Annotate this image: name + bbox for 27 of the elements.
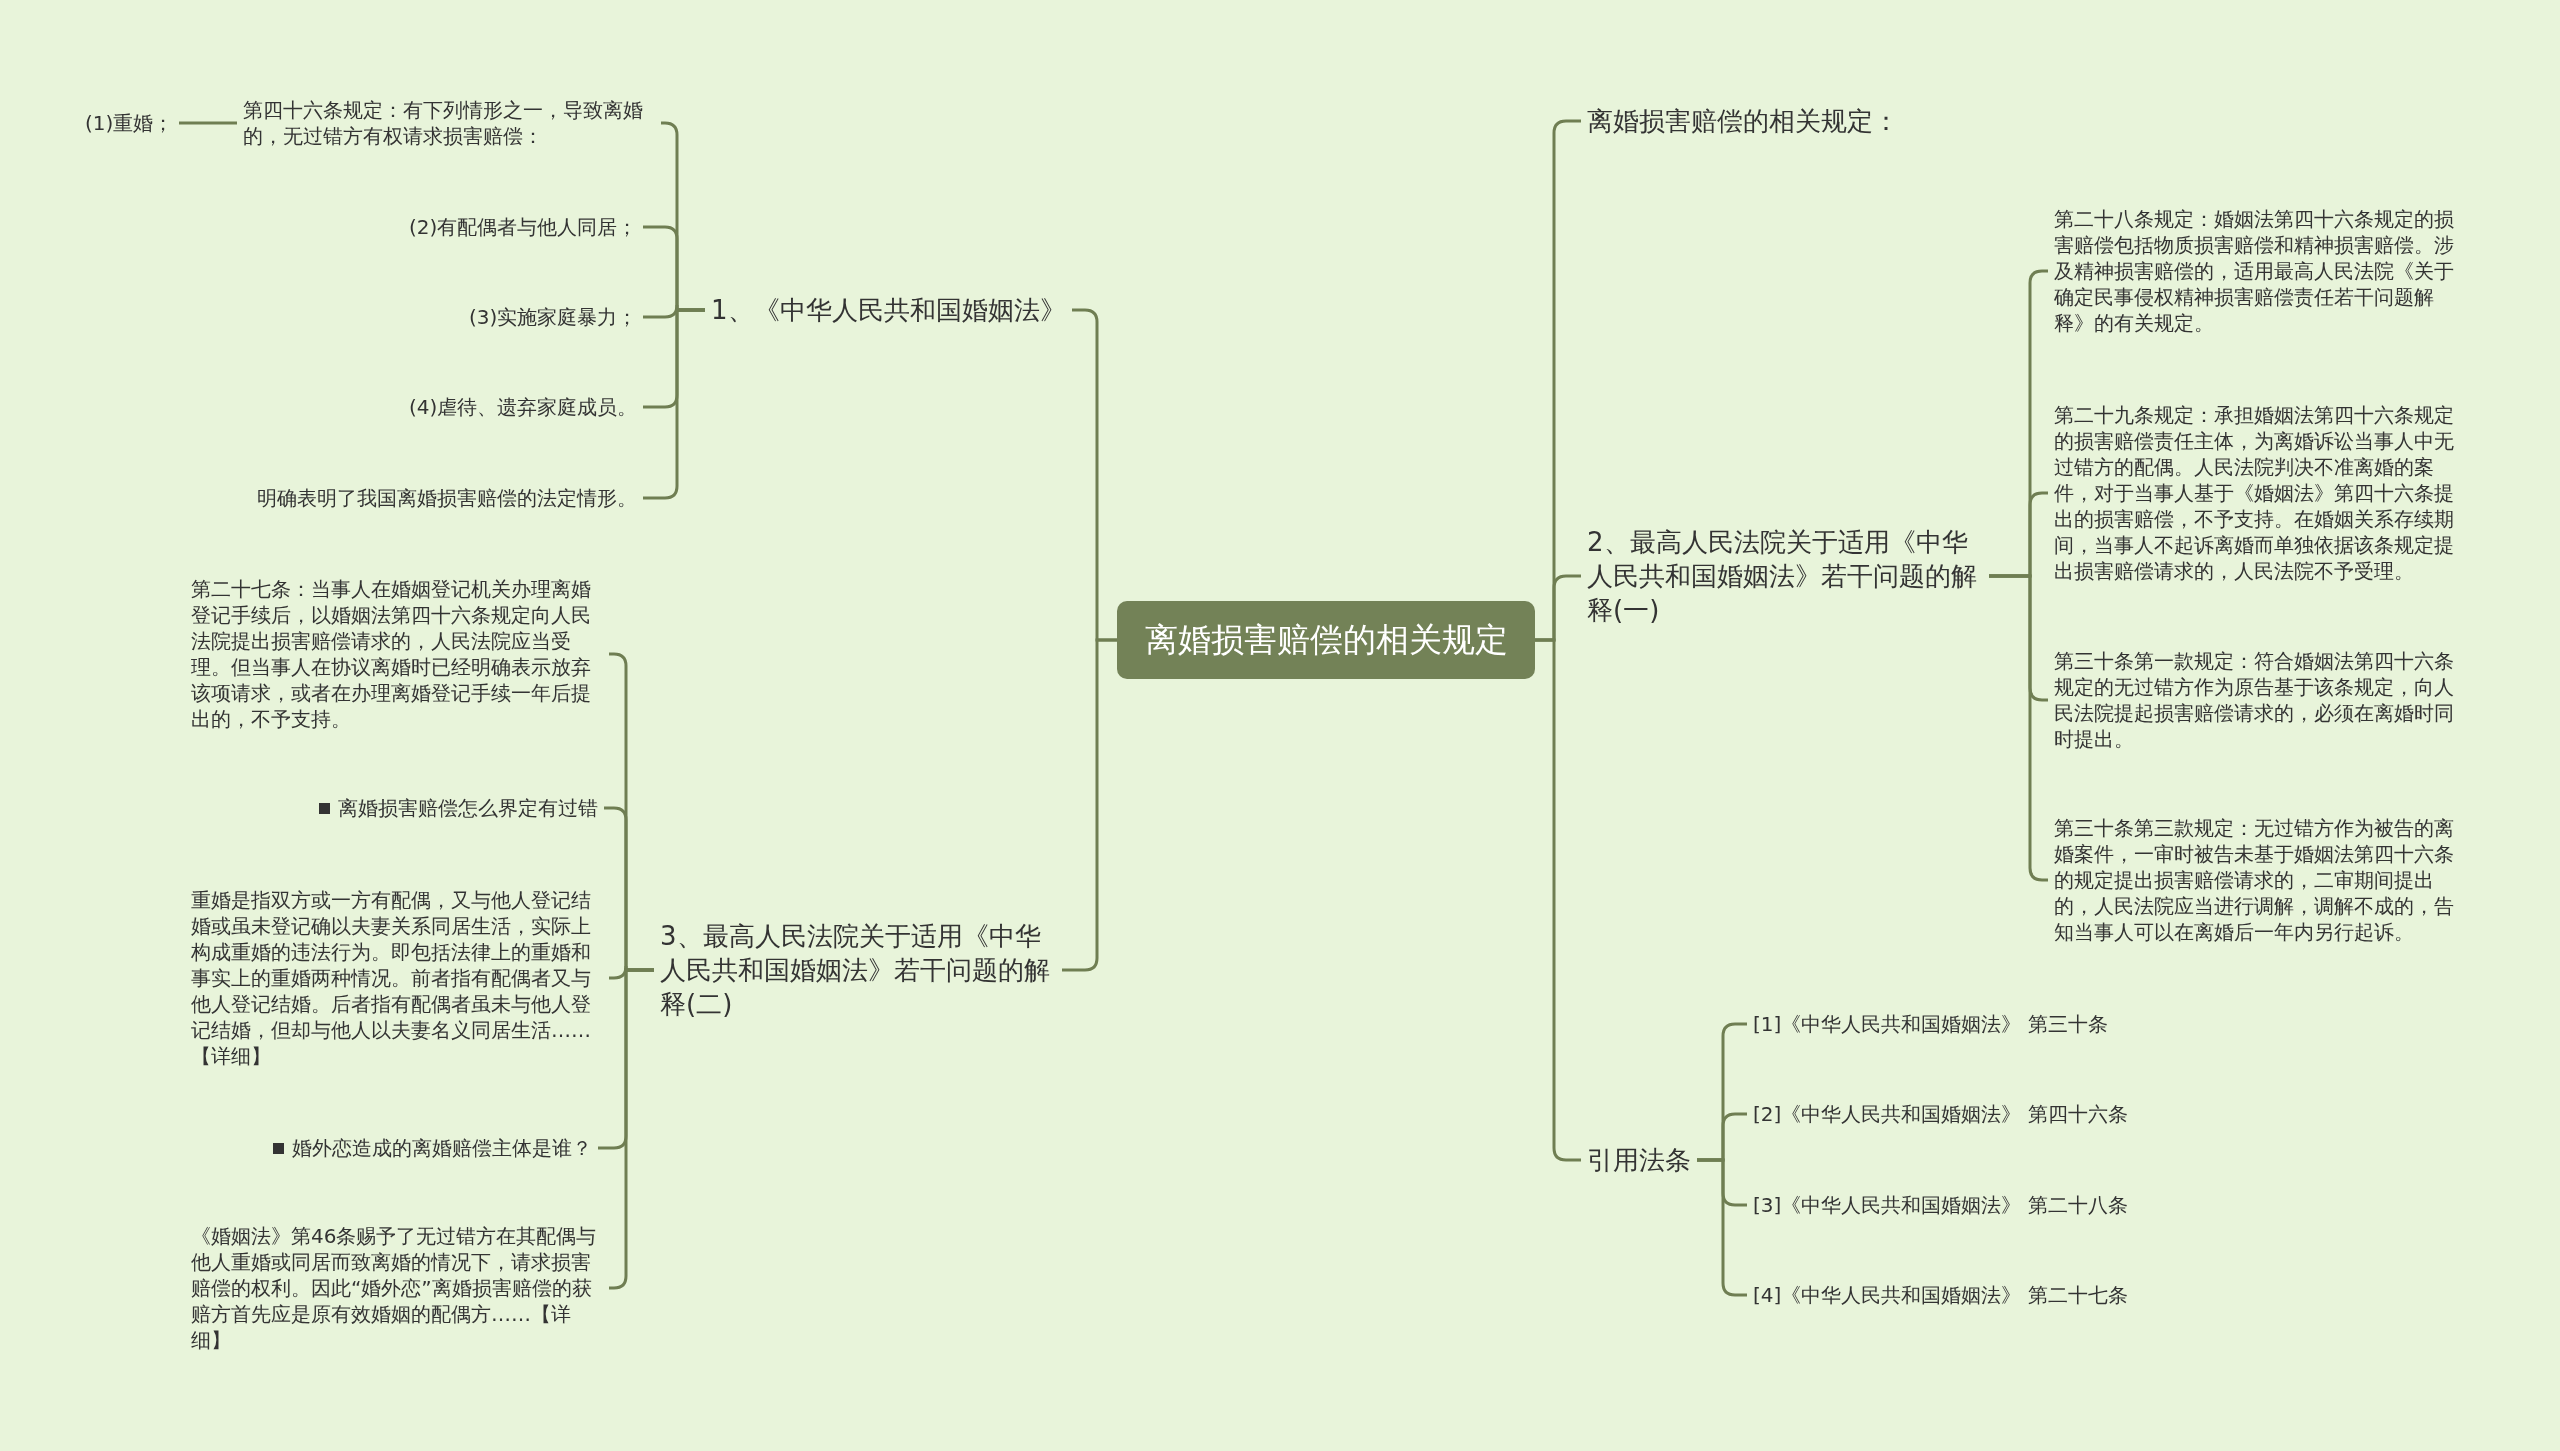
subtopic-text: [2]《中华人民共和国婚姻法》 第四十六条 — [1747, 1101, 2134, 1127]
subtopic-text: 第三十条第三款规定：无过错方作为被告的离婚案件，一审时被告未基于婚姻法第四十六条的规定提出损害赔偿请求的，二审期间提出的，人民法院应当进行调解，调解不成的，告知当事人可以在离婚后一年内另行起诉。 — [2048, 815, 2472, 945]
subtopic-text: 明确表明了我国离婚损害赔偿的法定情形。 — [251, 485, 643, 511]
subtopic-text: (3)实施家庭暴力； — [463, 304, 644, 330]
branch-topic: 2、最高人民法院关于适用《中华人民共和国婚姻法》若干问题的解释(一) — [1581, 525, 1989, 627]
subtopic-text: 第二十九条规定：承担婚姻法第四十六条规定的损害赔偿责任主体，为离婚诉讼当事人中无过错方的配偶。人民法院判决不准离婚的案件，对于当事人基于《婚姻法》第四十六条提出的损害赔偿，不予支持。在婚姻关系存续期间，当事人不起诉离婚而单独依据该条规定提出损害赔偿请求的，人民法院不予受理。 — [2048, 402, 2472, 584]
subtopic-text: 第四十六条规定：有下列情形之一，导致离婚的，无过错方有权请求损害赔偿： — [237, 97, 661, 149]
subtopic-text: (4)虐待、遗弃家庭成员。 — [403, 394, 644, 420]
subtopic-text: [1]《中华人民共和国婚姻法》 第三十条 — [1747, 1011, 2114, 1037]
connector-line — [1062, 638, 1117, 972]
branch-topic: 3、最高人民法院关于适用《中华人民共和国婚姻法》若干问题的解释(二) — [654, 919, 1062, 1021]
subtopic-text: [3]《中华人民共和国婚姻法》 第二十八条 — [1747, 1192, 2134, 1218]
central-topic-box: 离婚损害赔偿的相关规定 — [1117, 601, 1535, 679]
subtopic-text: 第二十八条规定：婚姻法第四十六条规定的损害赔偿包括物质损害赔偿和精神损害赔偿。涉及精神损害赔偿的，适用最高人民法院《关于确定民事侵权精神损害赔偿责任若干问题解释》的有关规定。 — [2048, 206, 2472, 336]
connector-line — [179, 121, 237, 125]
branch-topic: 1、《中华人民共和国婚姻法》 — [705, 293, 1072, 327]
branch-topic: 引用法条 — [1581, 1143, 1697, 1177]
subtopic-text: [4]《中华人民共和国婚姻法》 第二十七条 — [1747, 1282, 2134, 1308]
subtopic-text: (1)重婚； — [79, 110, 180, 136]
branch-topic: 离婚损害赔偿的相关规定： — [1581, 104, 1905, 138]
subtopic-text: 第三十条第一款规定：符合婚姻法第四十六条规定的无过错方作为原告基于该条规定，向人民法院提起损害赔偿请求的，必须在离婚时同时提出。 — [2048, 648, 2472, 752]
subtopic-text: 婚外恋造成的离婚赔偿主体是谁？ — [292, 1135, 592, 1161]
subtopic-text: (2)有配偶者与他人同居； — [403, 214, 644, 240]
subtopic-text: 重婚是指双方或一方有配偶，又与他人登记结婚或虽未登记确以夫妻关系同居生活，实际上构成重婚的违法行为。即包括法律上的重婚和事实上的重婚两种情况。前者指有配偶者又与他人登记结婚。后者指有配偶者虽未与他人登记结婚，但却与他人以夫妻名义同居生活……【详细】 — [185, 887, 609, 1069]
subtopic-text: 第二十七条：当事人在婚姻登记机关办理离婚登记手续后，以婚姻法第四十六条规定向人民法院提出损害赔偿请求的，人民法院应当受理。但当事人在协议离婚时已经明确表示放弃该项请求，或者在办理离婚登记手续一年后提出的，不予支持。 — [185, 576, 609, 732]
subtopic-text: 《婚姻法》第46条赐予了无过错方在其配偶与他人重婚或同居而致离婚的情况下，请求损害赔偿的权利。因此“婚外恋”离婚损害赔偿的获赔方首先应是原有效婚姻的配偶方……【详细】 — [185, 1223, 609, 1353]
subtopic-text: 离婚损害赔偿怎么界定有过错 — [338, 795, 598, 821]
